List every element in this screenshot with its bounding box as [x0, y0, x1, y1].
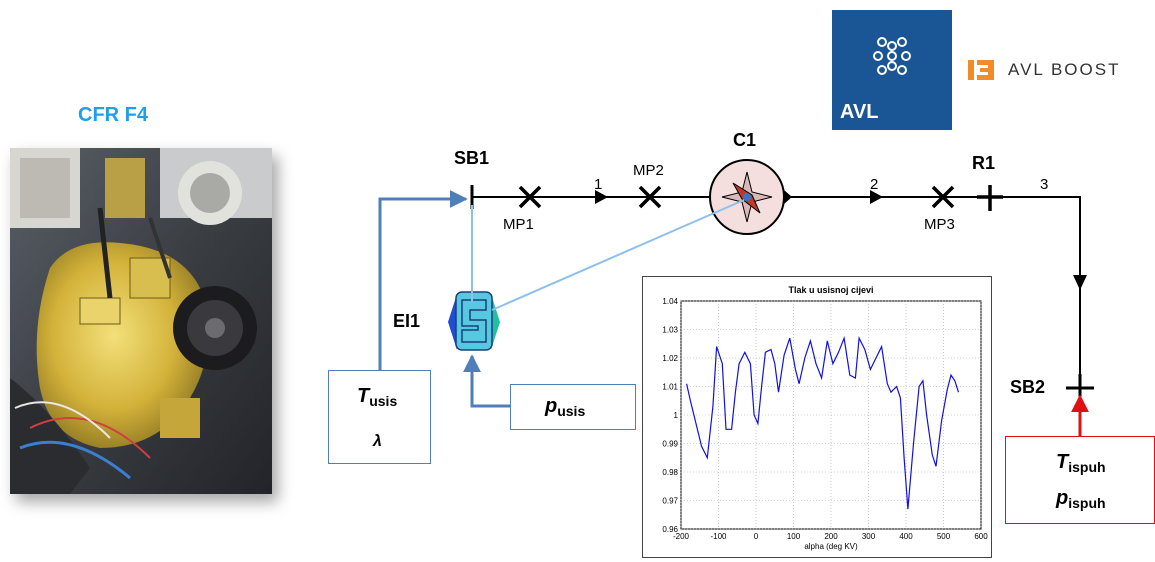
- sb1-label: SB1: [454, 148, 489, 169]
- x-tick-label: 200: [824, 532, 838, 541]
- x-tick-label: 500: [937, 532, 951, 541]
- c1-label: C1: [733, 130, 756, 151]
- mp3-label: MP3: [924, 216, 955, 233]
- inlet-pressure-label: pusis: [545, 395, 585, 419]
- x-axis-label: alpha (deg KV): [804, 542, 858, 551]
- x-tick-label: 300: [862, 532, 876, 541]
- mp1-label: MP1: [503, 216, 534, 233]
- inlet-temperature-label: Tusis: [357, 385, 397, 409]
- ei1-label: EI1: [393, 311, 420, 332]
- sb2-label: SB2: [1010, 377, 1045, 398]
- y-tick-label: 0.97: [662, 497, 678, 506]
- y-tick-label: 1.03: [662, 326, 678, 335]
- pipe-2-label: 2: [870, 176, 878, 193]
- y-tick-label: 1.01: [662, 383, 678, 392]
- lambda-label: λ: [373, 433, 382, 451]
- pipe-1-label: 1: [594, 176, 602, 193]
- y-tick-label: 1: [674, 411, 679, 420]
- x-tick-label: 400: [899, 532, 913, 541]
- exhaust-pressure-label: pispuh: [1056, 487, 1106, 511]
- inlet-connector: [380, 199, 466, 372]
- pipe-3: [1045, 197, 1080, 388]
- chart-title: Tlak u usisnoj cijevi: [788, 285, 873, 295]
- y-tick-label: 0.98: [662, 468, 678, 477]
- r1-label: R1: [972, 153, 995, 174]
- y-tick-label: 1.02: [662, 354, 678, 363]
- x-tick-label: 0: [754, 532, 759, 541]
- ei1-injector-icon: [448, 292, 500, 350]
- exhaust-conditions-box: Tispuh pispuh: [1005, 436, 1155, 524]
- y-tick-label: 1.04: [662, 297, 678, 306]
- inlet-conditions-box: Tusis λ: [328, 370, 431, 464]
- x-tick-label: -100: [710, 532, 727, 541]
- r1-marker: [977, 185, 1003, 211]
- x-tick-label: 600: [974, 532, 988, 541]
- c1-cylinder-icon: [710, 160, 792, 234]
- y-tick-label: 0.96: [662, 525, 678, 534]
- x-tick-label: 100: [787, 532, 801, 541]
- pipe-3-arrow: [1073, 275, 1087, 290]
- pressure-connector: [472, 356, 510, 406]
- y-tick-label: 0.99: [662, 440, 678, 449]
- inlet-pressure-box: pusis: [510, 384, 636, 430]
- mp2-label: MP2: [633, 162, 664, 179]
- exhaust-temperature-label: Tispuh: [1056, 451, 1106, 475]
- pipe-3-label: 3: [1040, 176, 1048, 193]
